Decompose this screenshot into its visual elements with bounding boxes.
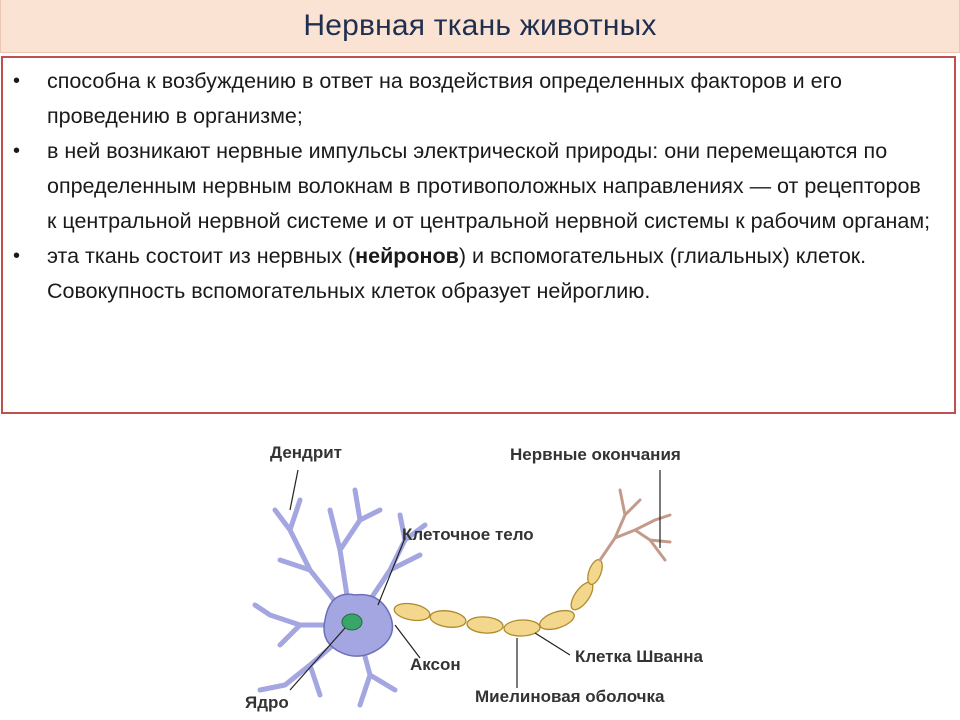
bullet-text: в ней возникают нервные импульсы электри… [47,139,931,233]
bullet-item: • в ней возникают нервные импульсы элект… [11,134,934,239]
bullet-text-end: ) и вспомогательных (глиальных) клеток. … [47,244,867,303]
label-dendrite: Дендрит [270,443,342,462]
myelin-segments [393,558,603,637]
bullet-dot-icon: • [13,70,21,92]
label-myelin-sheath: Миелиновая оболочка [475,687,665,706]
dendrite-branches [252,487,428,708]
bullet-dot-icon: • [13,245,21,267]
bullet-text: способна к возбуждению в ответ на воздей… [47,69,842,128]
bullet-dot-icon: • [13,140,21,162]
label-nucleus: Ядро [245,693,289,712]
bullet-list: • способна к возбуждению в ответ на возд… [3,58,954,309]
label-axon: Аксон [410,655,461,674]
nucleus-shape [341,613,363,631]
content-box: • способна к возбуждению в ответ на возд… [1,56,956,414]
bullet-text-start: эта ткань состоит из нервных ( [47,244,356,268]
slide-title: Нервная ткань животных [303,9,657,42]
bullet-item: • эта ткань состоит из нервных (нейронов… [11,239,934,309]
label-pointers [289,469,661,691]
label-schwann-cell: Клетка Шванна [575,647,703,666]
label-cell-body: Клеточное тело [402,525,534,544]
title-bar: Нервная ткань животных [0,0,960,53]
label-nerve-endings: Нервные окончания [510,445,681,464]
nerve-endings-branches [598,488,672,562]
neuron-diagram: Дендрит Нервные окончания Клеточное тело… [245,443,703,712]
bullet-bold-term: нейронов [355,244,459,268]
bullet-item: • способна к возбуждению в ответ на возд… [11,64,934,134]
